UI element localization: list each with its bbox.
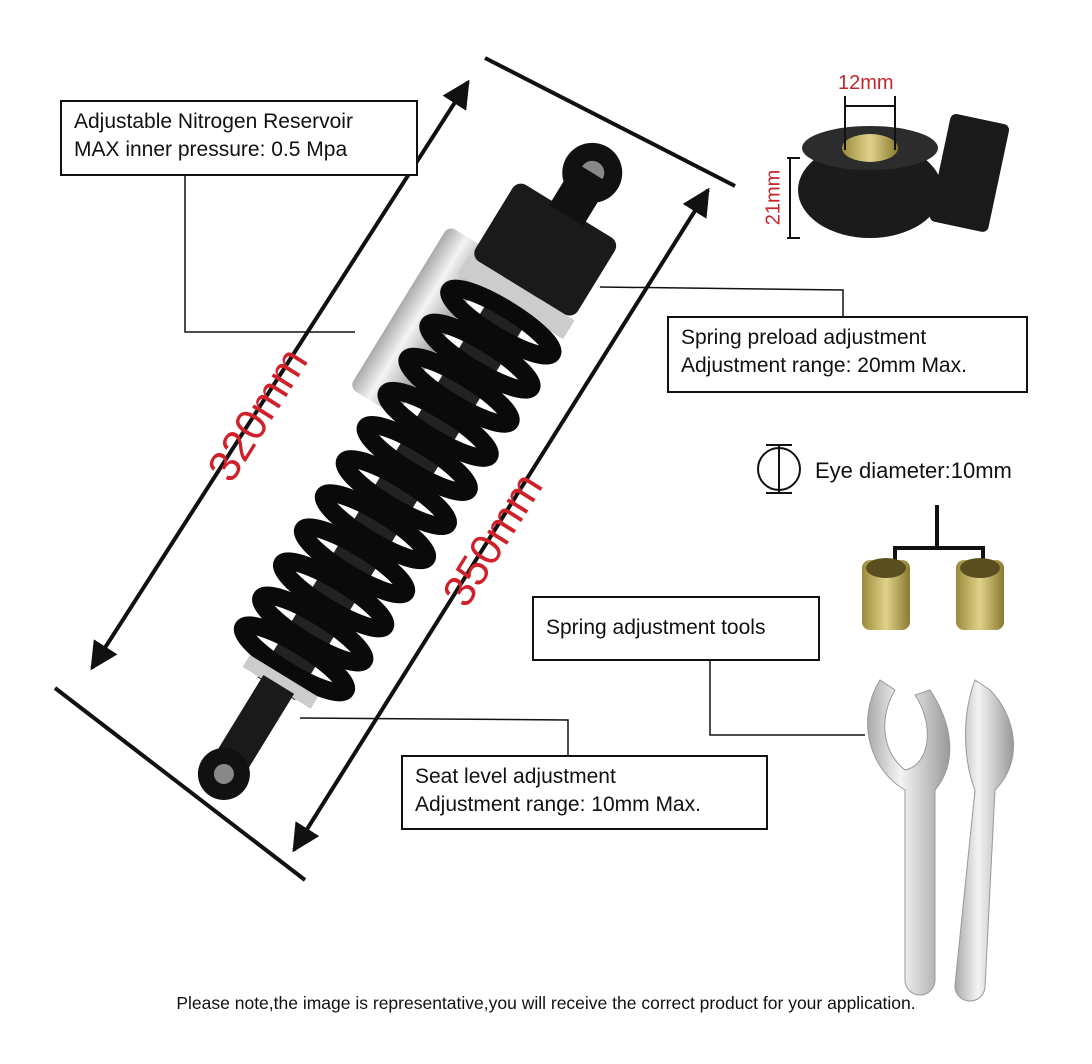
reservoir-label-line1: Adjustable Nitrogen Reservoir: [74, 110, 353, 133]
leader-lines: [184, 176, 865, 755]
spacer-bushings: [862, 558, 1004, 630]
eye-diameter-label: Eye diameter:10mm: [815, 458, 1012, 483]
eye-diameter-icon: [757, 444, 801, 494]
dimension-320: [53, 56, 736, 882]
bushing-height-label: 21mm: [762, 169, 785, 226]
spanner-wrenches: [867, 679, 1014, 1002]
preload-label-line2: Adjustment range: 20mm Max.: [681, 354, 967, 377]
bushing-photo: [787, 96, 1010, 239]
tools-label: Spring adjustment tools: [532, 596, 820, 661]
seat-label-line2: Adjustment range: 10mm Max.: [415, 793, 701, 816]
disclaimer-footer: Please note,the image is representative,…: [176, 993, 916, 1013]
bushing-width-label: 12mm: [838, 72, 894, 94]
preload-label: Spring preload adjustment Adjustment ran…: [667, 316, 1028, 393]
reservoir-label-line2: MAX inner pressure: 0.5 Mpa: [74, 138, 348, 161]
seat-label: Seat level adjustment Adjustment range: …: [401, 755, 768, 830]
shock-absorber: [197, 142, 623, 800]
reservoir-label: Adjustable Nitrogen Reservoir MAX inner …: [60, 100, 418, 176]
preload-label-line1: Spring preload adjustment: [681, 326, 927, 349]
tools-label-line1: Spring adjustment tools: [546, 616, 766, 639]
seat-label-line1: Seat level adjustment: [415, 765, 616, 788]
